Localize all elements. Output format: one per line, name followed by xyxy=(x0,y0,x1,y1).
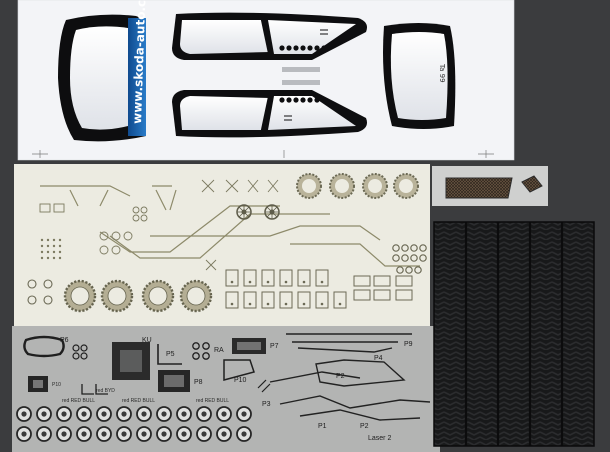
rear-window-mark: Ta 99 xyxy=(438,63,446,83)
cream-left-circles xyxy=(27,279,53,305)
label-p9: P9 xyxy=(404,341,413,348)
cream-hub-rosettes xyxy=(236,204,280,220)
label-ku: KU xyxy=(142,337,152,344)
mesh-grille xyxy=(445,177,513,199)
cream-top-gears xyxy=(296,173,419,199)
mesh-small-piece xyxy=(521,175,543,193)
cream-tab-dots xyxy=(230,280,342,306)
label-p10-left: P10 xyxy=(52,382,61,388)
decal-sheet: www.skoda-auto.com xyxy=(17,0,515,161)
front-windscreen-decal: www.skoda-auto.com xyxy=(58,0,149,142)
rear-window-decal: Ta 99 xyxy=(383,23,456,129)
part-ra xyxy=(192,342,210,360)
tread-column-dividers xyxy=(464,222,564,446)
label-p10: P10 xyxy=(234,377,247,384)
lower-side-window-decal xyxy=(172,80,367,138)
label-p6: P6 xyxy=(60,337,69,344)
badge-text-2: red RED BULL xyxy=(122,398,155,404)
rubber-tread-sheet xyxy=(433,221,595,447)
cream-etch-fret xyxy=(14,164,430,330)
gray-arrow-marks xyxy=(257,379,271,393)
mesh-card xyxy=(432,166,548,206)
badge-text-4: red BYD xyxy=(96,388,115,394)
badge-text-3: red RED BULL xyxy=(196,398,229,404)
label-p8: P8 xyxy=(194,379,203,386)
label-p1: P1 xyxy=(318,423,327,430)
windscreen-banner-text: www.skoda-auto.com xyxy=(130,0,149,124)
upper-side-window-decal xyxy=(172,12,367,72)
cream-big-gears xyxy=(63,279,213,313)
tread-mat xyxy=(434,222,594,446)
crop-marks xyxy=(32,150,494,158)
gray-etch-fret: P6 KU P5 P8 RA P7 P10 xyxy=(12,326,440,452)
cream-small-parts xyxy=(39,179,279,271)
part-p5 xyxy=(157,344,182,365)
gray-small-brackets xyxy=(81,384,108,395)
label-p7: P7 xyxy=(270,343,279,350)
label-ra: RA xyxy=(214,347,224,354)
lower-window-dot-row xyxy=(279,97,327,103)
label-sheet-laser: Laser 2 xyxy=(368,435,391,442)
label-p5: P5 xyxy=(166,351,175,358)
label-p2-upper: P2 xyxy=(336,373,345,380)
part-p10 xyxy=(223,359,255,381)
cream-right-circles xyxy=(392,244,427,274)
upper-window-dot-row xyxy=(279,45,327,51)
label-p2-lower: P2 xyxy=(360,423,369,430)
label-p3: P3 xyxy=(262,401,271,408)
part-p6 xyxy=(23,335,65,358)
gray-rails xyxy=(269,333,431,421)
cream-tab-grid xyxy=(225,269,413,309)
cream-dot-grid xyxy=(40,238,62,260)
badge-text-1: red RED BULL xyxy=(62,398,95,404)
gray-small-circles xyxy=(72,344,88,360)
windscreen-banner xyxy=(128,18,146,136)
gray-washer-rows xyxy=(16,406,252,442)
label-p4: P4 xyxy=(374,355,383,362)
